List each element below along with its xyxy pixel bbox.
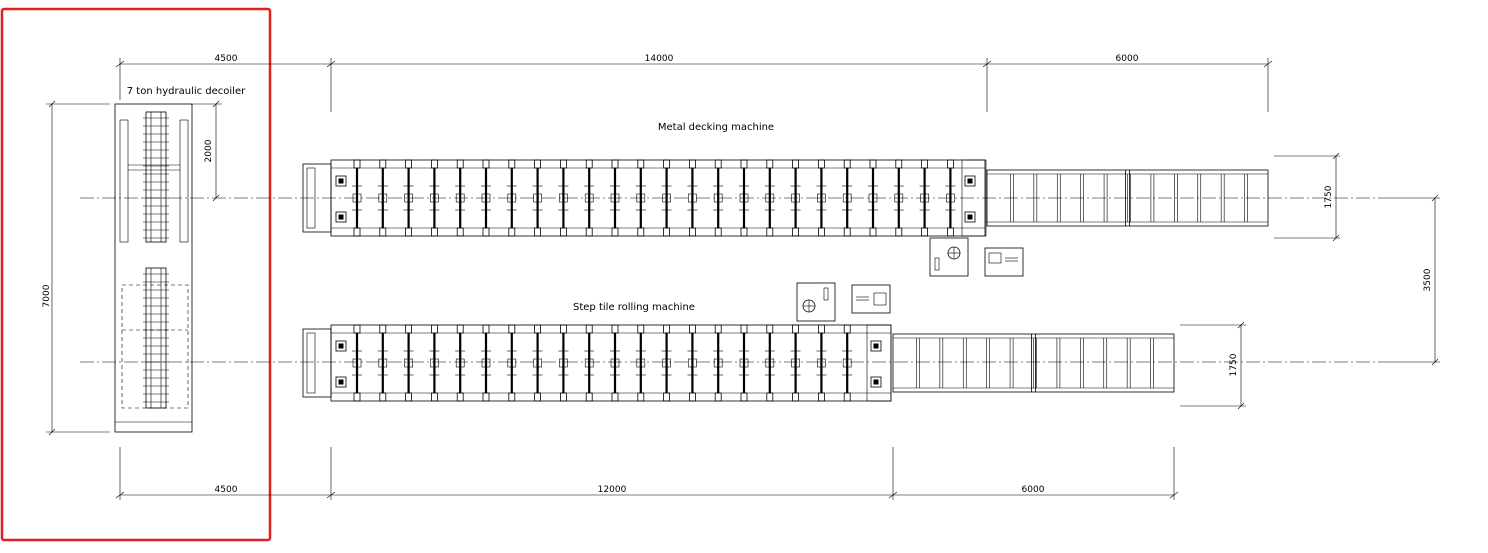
dim-bottom-mid: 12000	[598, 485, 627, 495]
metal-decking-label: Metal decking machine	[658, 122, 774, 133]
upper-roller-station	[713, 159, 724, 237]
upper-roller-station	[584, 159, 595, 237]
decoiler-highlight-frame	[0, 7, 272, 542]
lower-roller-station	[687, 324, 698, 402]
upper-roller-station	[403, 159, 414, 237]
dim-left-height: 7000	[42, 284, 52, 307]
dim-decoiler-offset: 2000	[204, 139, 214, 162]
upper-roller-station	[868, 159, 878, 237]
upper-roller-station	[610, 159, 620, 237]
upper-roller-station	[816, 159, 827, 237]
upper-roller-station	[764, 159, 775, 237]
hydraulic-station-upper	[929, 237, 969, 277]
dim-spacing: 3500	[1423, 268, 1433, 291]
bottom-dimension-chain: 4500 12000 6000	[115, 447, 1179, 500]
lower-roller-station	[506, 324, 517, 402]
metal-decking-machine	[302, 159, 1269, 237]
dim-upper-width: 1750	[1324, 185, 1334, 208]
decoiler-label: 7 ton hydraulic decoiler	[127, 86, 246, 97]
lower-roller-station	[352, 324, 362, 402]
lower-runout-table	[892, 333, 1175, 393]
hydraulic-decoiler	[114, 103, 193, 433]
lower-roller-station	[610, 324, 620, 402]
upper-roller-station	[558, 159, 569, 237]
lower-roller-station	[403, 324, 414, 402]
lower-roller-station	[481, 324, 491, 402]
control-panel-lower	[851, 284, 891, 314]
lower-roller-station	[713, 324, 724, 402]
upper-roller-station	[919, 159, 930, 237]
upper-roller-station	[455, 159, 466, 237]
dim-bottom-right: 6000	[1022, 485, 1045, 495]
upper-roller-station	[661, 159, 672, 237]
lower-roller-station	[532, 324, 543, 402]
upper-roller-station	[481, 159, 491, 237]
lower-roller-station	[455, 324, 466, 402]
lower-roller-station	[558, 324, 569, 402]
upper-roller-station	[687, 159, 698, 237]
upper-roller-station	[945, 159, 956, 237]
upper-roller-station	[739, 159, 749, 237]
lower-roller-station	[429, 324, 440, 402]
control-panel-upper	[984, 247, 1024, 277]
upper-roller-station	[532, 159, 543, 237]
upper-roller-station	[506, 159, 517, 237]
right-dimensions: 1750 3500 1750	[1180, 152, 1440, 410]
dim-top-mid: 14000	[645, 54, 674, 64]
dim-bottom-left: 4500	[215, 485, 238, 495]
upper-roller-station	[377, 159, 388, 237]
dim-top-left: 4500	[215, 54, 238, 64]
top-dimension-chain: 4500 14000 6000	[115, 54, 1273, 112]
lower-roller-station	[739, 324, 749, 402]
lower-roller-station	[377, 324, 388, 402]
lower-roller-station	[635, 324, 646, 402]
lower-roller-station	[764, 324, 775, 402]
upper-roller-station	[893, 159, 904, 237]
upper-roller-station	[429, 159, 440, 237]
upper-roller-station	[635, 159, 646, 237]
hydraulic-station-lower	[796, 282, 836, 322]
lower-roller-station	[816, 324, 827, 402]
upper-roller-station	[790, 159, 801, 237]
upper-exit-entry-guide	[964, 175, 976, 223]
lower-roller-station	[790, 324, 801, 402]
upper-roller-station	[352, 159, 362, 237]
left-height-dimension: 7000	[42, 100, 110, 436]
dim-lower-width: 1750	[1229, 353, 1239, 376]
step-tile-label: Step tile rolling machine	[573, 302, 695, 313]
lower-roller-station	[584, 324, 595, 402]
step-tile-rolling-machine	[302, 324, 1175, 402]
lower-exit-entry-guide	[870, 340, 882, 388]
lower-roller-station	[661, 324, 672, 402]
upper-runout-table	[986, 169, 1269, 227]
upper-entry-guide	[335, 175, 347, 223]
lower-entry-guide	[335, 340, 347, 388]
upper-roller-station	[842, 159, 853, 237]
lower-roller-station	[842, 324, 853, 402]
decoiler-offset-dimension: 2000	[190, 100, 222, 202]
dim-top-right: 6000	[1116, 54, 1139, 64]
